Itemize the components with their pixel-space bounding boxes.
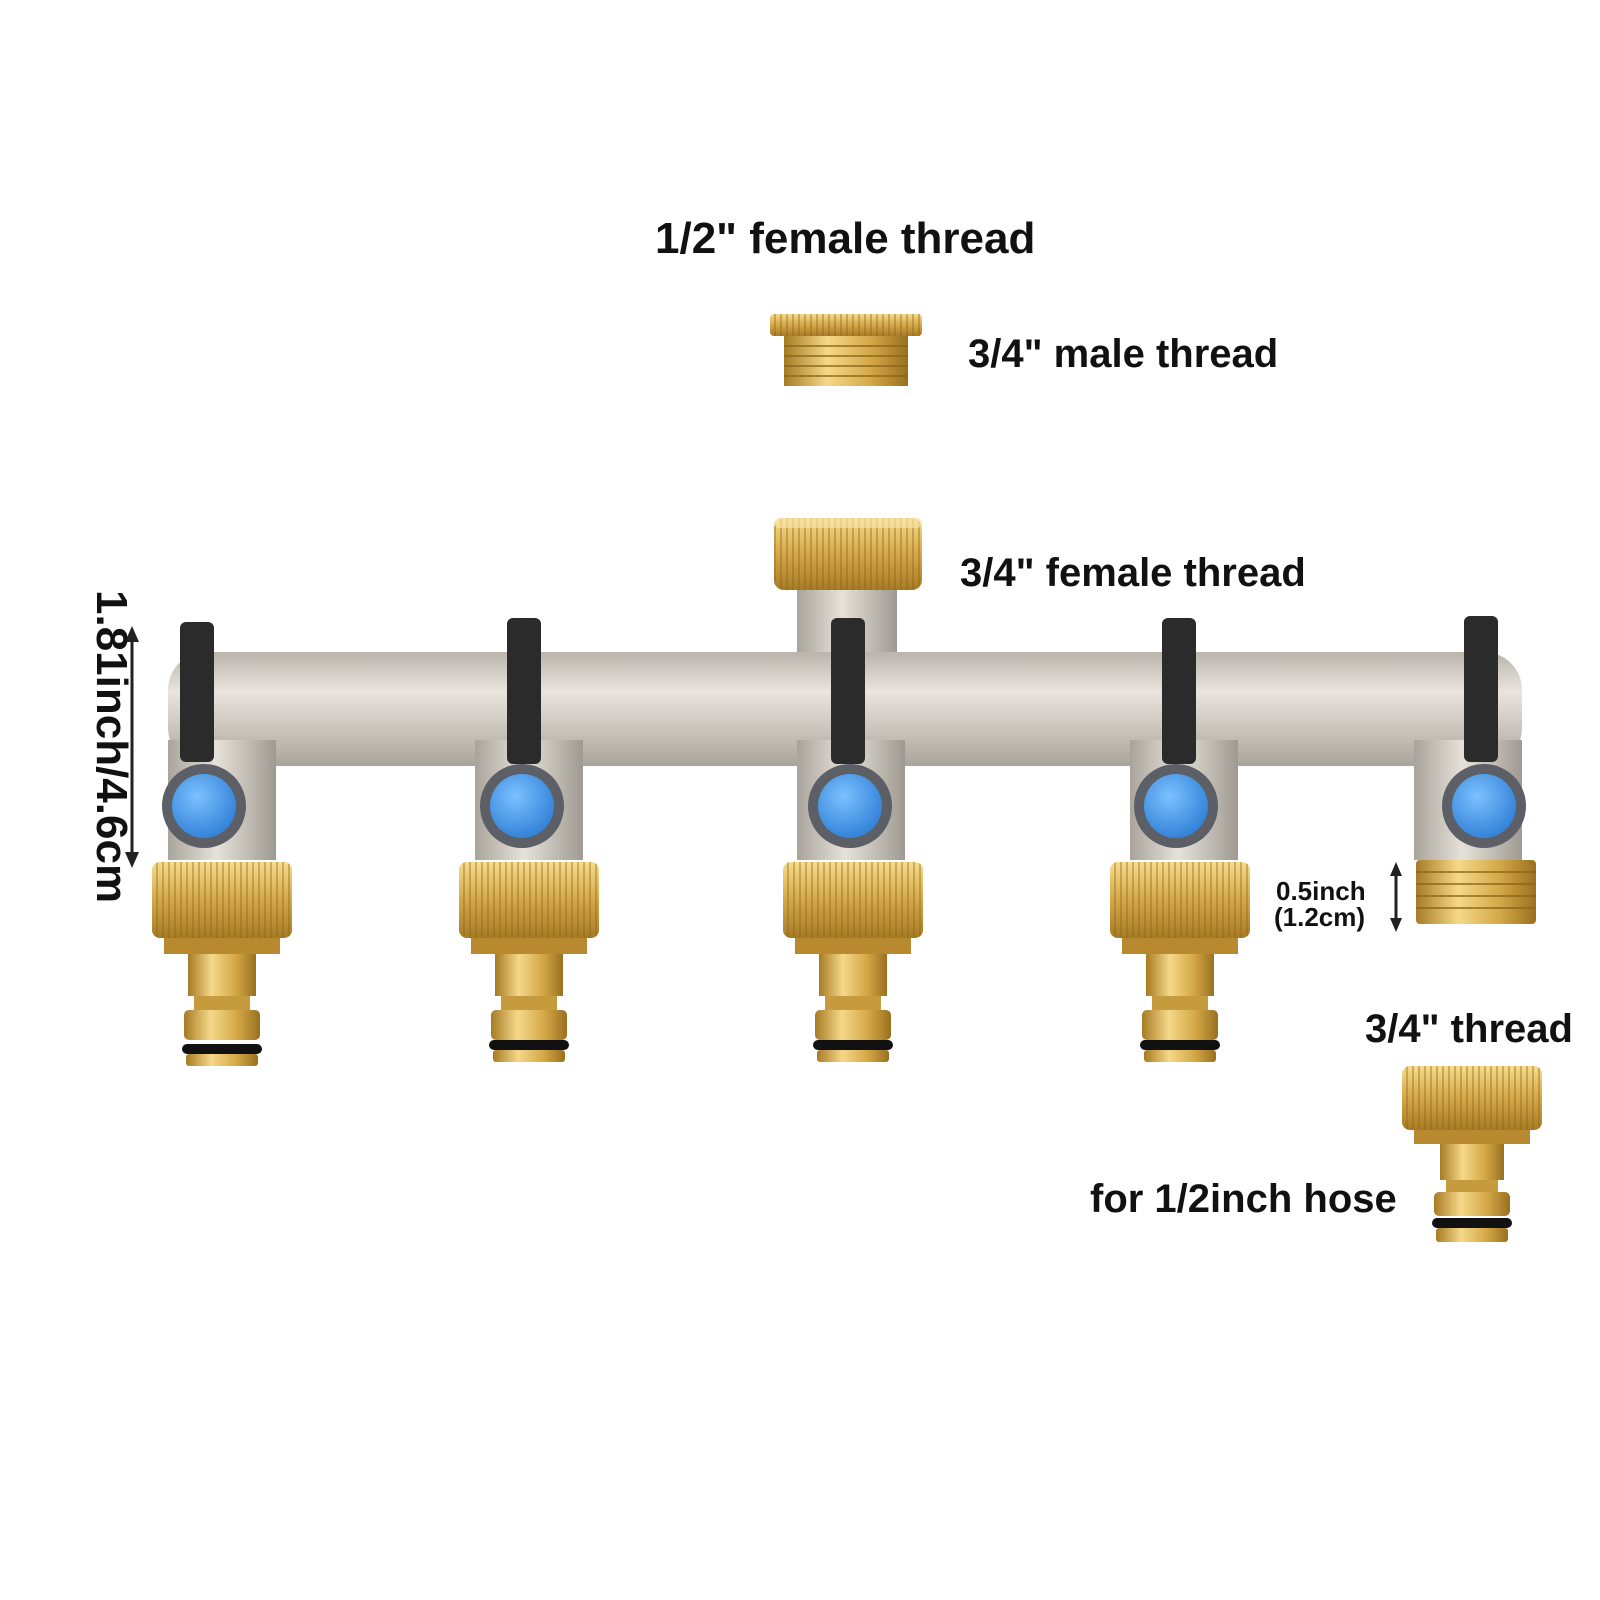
height-dimension-label: 1.81inch/4.6cm <box>87 590 136 904</box>
valve-knob <box>480 764 564 848</box>
thread-length-dimension-arrow <box>1390 862 1402 932</box>
thread-length-inch-label: 0.5inch <box>1276 876 1366 906</box>
female-thread-label: 3/4" female thread <box>960 551 1306 595</box>
quick-connector <box>783 862 923 1062</box>
separate-hose-connector <box>1402 1066 1542 1242</box>
hose-size-label: for 1/2inch hose <box>1090 1177 1397 1221</box>
quick-connector <box>459 862 599 1062</box>
valve-knob <box>162 764 246 848</box>
outlet-male-thread <box>1416 860 1536 924</box>
valve-knobs <box>162 764 1526 848</box>
height-dimension-arrow <box>125 626 139 868</box>
quick-connector <box>152 862 292 1066</box>
valve-knob <box>808 764 892 848</box>
valve-handles <box>180 616 1498 764</box>
thread-label: 3/4" thread <box>1365 1007 1573 1051</box>
valve-knob <box>1134 764 1218 848</box>
valve-knob <box>1442 764 1526 848</box>
inlet-female-nut <box>774 518 922 590</box>
thread-length-cm-label: (1.2cm) <box>1274 902 1366 932</box>
top-thread-label: 1/2" female thread <box>655 214 1036 263</box>
male-thread-adapter <box>770 314 922 386</box>
male-thread-label: 3/4" male thread <box>968 332 1279 376</box>
quick-connector <box>1110 862 1250 1062</box>
